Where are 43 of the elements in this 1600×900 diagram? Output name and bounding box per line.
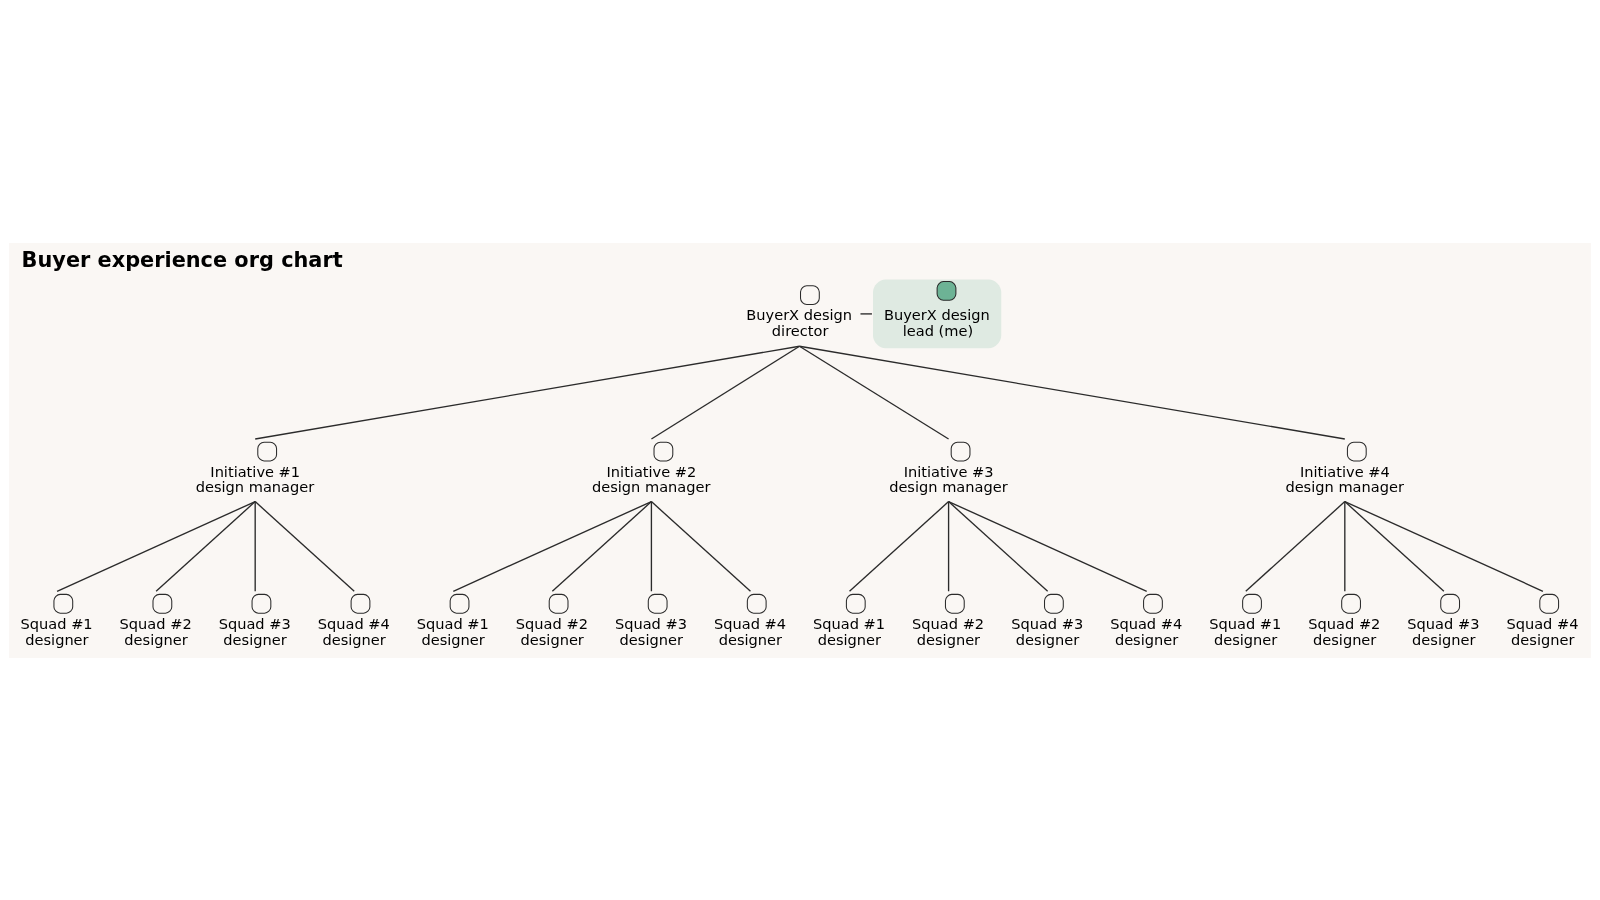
connector xyxy=(947,500,1148,592)
connector xyxy=(859,312,873,315)
connector xyxy=(254,500,355,592)
connector xyxy=(56,500,256,592)
node-label: Squad #2 designer xyxy=(119,614,192,648)
connector xyxy=(650,345,801,440)
node-label: Squad #1 designer xyxy=(416,614,489,648)
node-label: Squad #2 designer xyxy=(912,614,985,648)
connector xyxy=(254,345,801,440)
node-label: Squad #3 designer xyxy=(1011,614,1084,648)
node-label: Squad #1 designer xyxy=(20,614,93,648)
connector xyxy=(848,500,950,592)
node-label: Squad #2 designer xyxy=(1308,614,1381,648)
diagram-title: Buyer experience org chart xyxy=(21,247,343,272)
node-label: Initiative #1 design manager xyxy=(195,462,315,495)
connector xyxy=(798,345,1346,440)
connector xyxy=(452,500,653,592)
node-label: Squad #4 designer xyxy=(1506,614,1579,648)
connector xyxy=(947,500,950,592)
connector xyxy=(551,500,653,592)
node-label: Squad #3 designer xyxy=(614,614,687,648)
connector xyxy=(650,500,752,592)
node-label: Squad #3 designer xyxy=(218,614,291,648)
node-label: Initiative #3 design manager xyxy=(889,462,1008,495)
connector xyxy=(155,500,256,592)
connector xyxy=(254,500,256,592)
node-label: Initiative #4 design manager xyxy=(1285,462,1404,495)
connector xyxy=(947,500,1049,592)
node-label: BuyerX design director xyxy=(746,305,853,339)
connector xyxy=(1344,500,1445,592)
node-label: Squad #4 designer xyxy=(1110,614,1183,648)
node-label: Squad #4 designer xyxy=(713,614,787,648)
connector xyxy=(650,500,653,592)
node-label: Initiative #2 design manager xyxy=(591,462,711,495)
connector xyxy=(798,345,950,440)
node-label: Squad #1 designer xyxy=(1209,614,1282,648)
node-label: Squad #4 designer xyxy=(317,614,390,648)
connector xyxy=(1344,500,1346,592)
connector xyxy=(1245,500,1346,592)
connector xyxy=(1344,500,1544,592)
node-label: Squad #1 designer xyxy=(813,614,886,648)
node-label: Squad #3 designer xyxy=(1407,614,1480,648)
node-label: Squad #2 designer xyxy=(515,614,588,648)
